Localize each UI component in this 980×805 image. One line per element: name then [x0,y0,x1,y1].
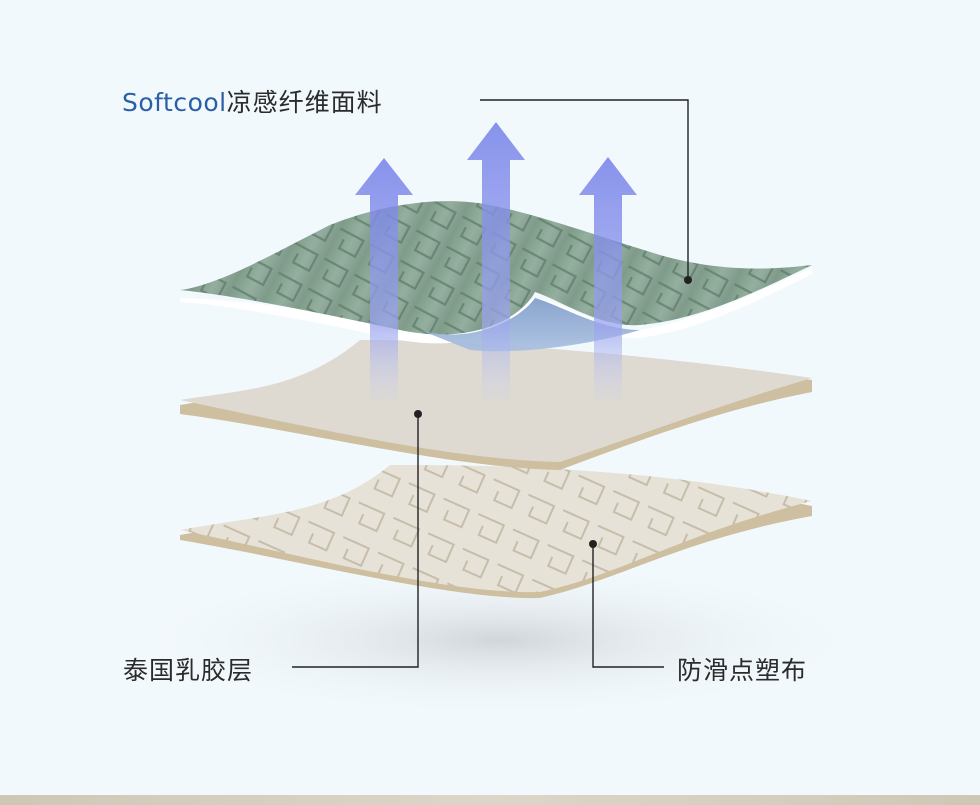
brand-name: Softcool [122,88,227,117]
bottom-bar [0,795,980,805]
leader-dot-left [414,410,422,418]
leader-dot-top [684,276,692,284]
label-cooling-fabric: Softcool凉感纤维面料 [122,83,383,119]
label-latex-layer: 泰国乳胶层 [123,651,253,687]
leader-dot-right [589,540,597,548]
cooling-fabric-text: 凉感纤维面料 [227,88,383,117]
label-anti-slip-fabric: 防滑点塑布 [677,651,807,687]
